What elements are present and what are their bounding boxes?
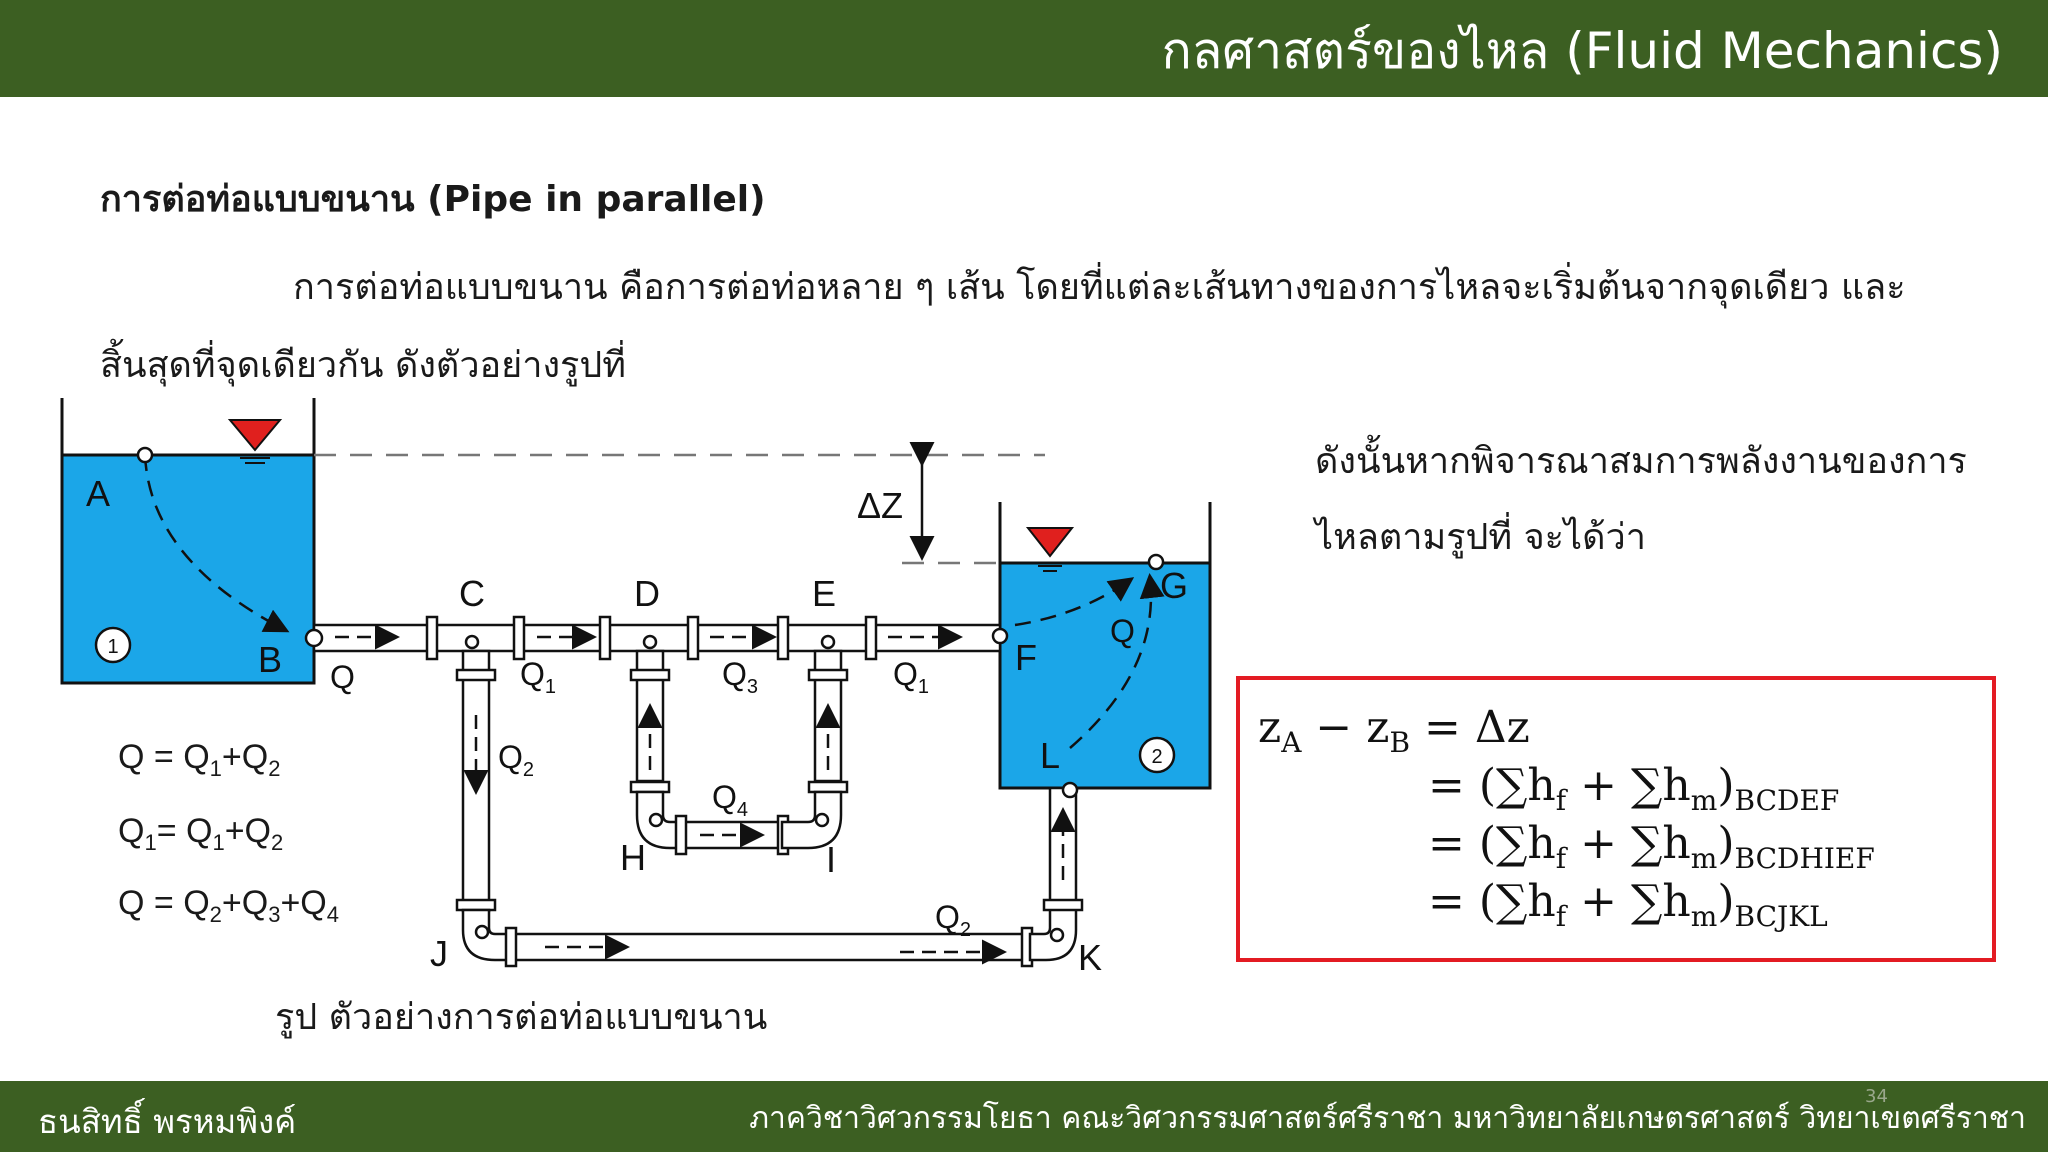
slide-title: กลศาสตร์ของไหล (Fluid Mechanics) (1161, 22, 2003, 80)
flow-q1-right: Q1 (893, 656, 929, 698)
flow-q-tank2: Q (1110, 613, 1135, 649)
label-delta-z: ΔZ (857, 485, 903, 526)
header-bar: กลศาสตร์ของไหล (Fluid Mechanics) (0, 0, 2048, 97)
footer-department: ภาควิชาวิศวกรรมโยธา คณะวิศวกรรมศาสตร์ศรี… (749, 1101, 2026, 1136)
section-heading: การต่อท่อแบบขนาน (Pipe in parallel) (100, 179, 766, 220)
label-f: F (1015, 637, 1037, 678)
streamline-tank-2-top (1014, 577, 1135, 627)
flow-q: Q (330, 659, 355, 695)
page-number: 34 (1865, 1086, 1888, 1107)
energy-equation-box: zA − zB = Δz = (∑hf + ∑hm)BCDEF = (∑hf +… (1236, 676, 1996, 962)
label-h: H (620, 837, 646, 878)
label-b: B (258, 639, 282, 680)
point-f-marker (991, 627, 1009, 645)
equation-3: Q = Q2+Q3+Q4 (118, 884, 340, 927)
tank-2-water (1000, 563, 1210, 788)
flow-q2-bottom: Q2 (935, 899, 971, 941)
flow-q4: Q4 (712, 779, 748, 821)
tank-2-badge (1138, 736, 1176, 774)
equation-2: Q1= Q1+Q2 (118, 812, 284, 855)
flow-q3: Q3 (722, 656, 758, 698)
tank-1-level-marker (227, 419, 283, 452)
footer-author: ธนสิทธิ์ พรหมพิงค์ (38, 1102, 297, 1141)
energy-line-3: = (∑hf + ∑hm)BCDHIEF (1428, 818, 1875, 875)
label-a: A (86, 473, 110, 514)
label-i: I (826, 839, 836, 880)
paragraph-line-2: สิ้นสุดที่จุดเดียวกัน ดังตัวอย่างรูปที่ (100, 345, 626, 386)
figure-caption: รูป ตัวอย่างการต่อท่อแบบขนาน (275, 997, 768, 1038)
label-g: G (1160, 565, 1188, 606)
tank-1-number: 1 (107, 636, 118, 658)
point-l-marker (1061, 781, 1079, 799)
point-b-marker (304, 628, 324, 648)
tank-1-wall (60, 398, 316, 685)
label-k: K (1078, 937, 1102, 978)
flow-q1-left: Q1 (520, 656, 556, 698)
side-text-line-1: ดังนั้นหากพิจารณาสมการพลังงานของการ (1315, 441, 1967, 482)
streamline-tank-1 (143, 454, 290, 633)
tank-2-number: 2 (1151, 746, 1162, 768)
footer-bar: ธนสิทธิ์ พรหมพิงค์ ภาควิชาวิศวกรรมโยธา ค… (0, 1081, 2048, 1152)
point-a-marker (136, 446, 154, 464)
energy-line-4: = (∑hf + ∑hm)BCJKL (1428, 876, 1828, 933)
streamline-tank-2-right (1069, 573, 1165, 749)
energy-line-2: = (∑hf + ∑hm)BCDEF (1428, 760, 1840, 817)
tank-1-badge (94, 626, 132, 664)
side-text-line-2: ไหลตามรูปที่ จะได้ว่า (1315, 517, 1646, 558)
label-j: J (430, 933, 448, 974)
flow-q2-down: Q2 (498, 739, 534, 781)
point-g-marker (1147, 553, 1165, 571)
label-d: D (634, 573, 660, 614)
paragraph-line-1: การต่อท่อแบบขนาน คือการต่อท่อหลาย ๆ เส้น… (293, 267, 1906, 308)
equation-1: Q = Q1+Q2 (118, 738, 281, 781)
pipe-j-k (508, 932, 1032, 962)
label-l: L (1040, 735, 1060, 776)
tank-2-level-marker (1025, 527, 1075, 558)
label-e: E (812, 573, 836, 614)
label-c: C (459, 573, 485, 614)
energy-line-1: zA − zB = Δz (1258, 702, 1530, 759)
